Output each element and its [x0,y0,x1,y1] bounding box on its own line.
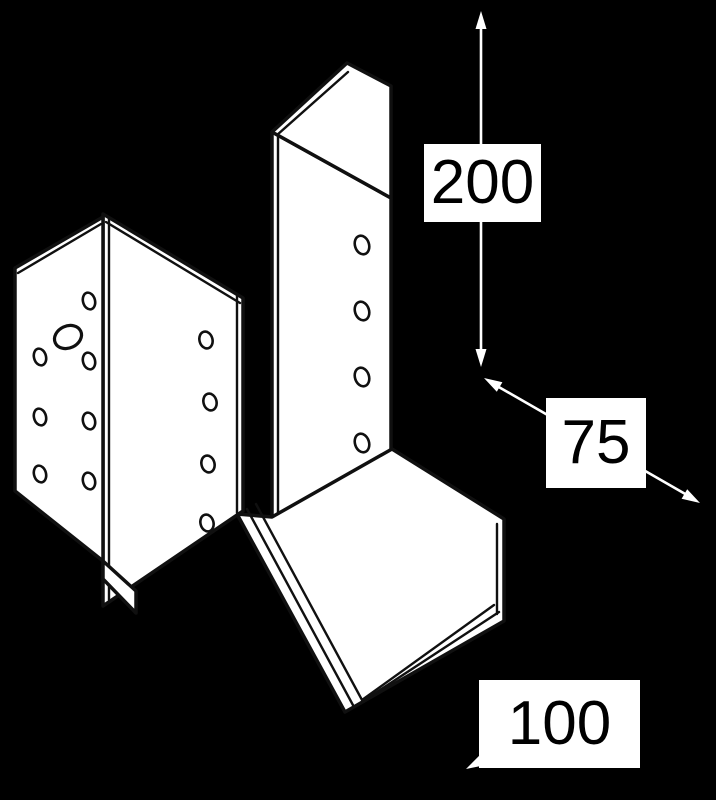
nail-hole [81,471,97,491]
front-flange [13,215,105,563]
height-dimension-label: 200 [424,144,541,222]
back-plate-top-tab [270,61,393,200]
dimension-lines [466,11,700,769]
back-plate-tab-edge-line [275,70,350,137]
nail-hole [353,432,371,454]
nail-hole [81,411,97,431]
nail-hole [198,330,214,350]
nail-hole [353,366,371,388]
nail-hole [202,392,218,412]
large-bolt-hole [52,323,84,351]
nail-hole [200,454,216,474]
arrow-lower-right-icon [681,489,700,503]
nail-hole [81,291,97,311]
nail-hole [199,513,215,533]
nail-hole [353,234,371,256]
arrow-upper-left-icon [484,378,503,392]
side-plate-top-edge-line [104,220,242,305]
nail-hole [353,300,371,322]
nail-hole [32,407,48,427]
bottom-fold-end [101,559,138,615]
bracket-drawing [13,61,506,714]
channel-inner-fold-line [245,507,501,709]
side-plate [101,212,245,608]
nail-hole [81,351,97,371]
arrow-down-icon [475,349,487,367]
front-flange-top-edge-line [16,222,103,275]
arrow-up-icon [475,11,487,29]
channel-inner-fold-line [254,502,496,702]
width-dimension-label: 100 [479,680,640,768]
nail-hole [32,347,48,367]
depth-dimension-label: 75 [546,398,646,488]
nail-hole [32,464,48,484]
